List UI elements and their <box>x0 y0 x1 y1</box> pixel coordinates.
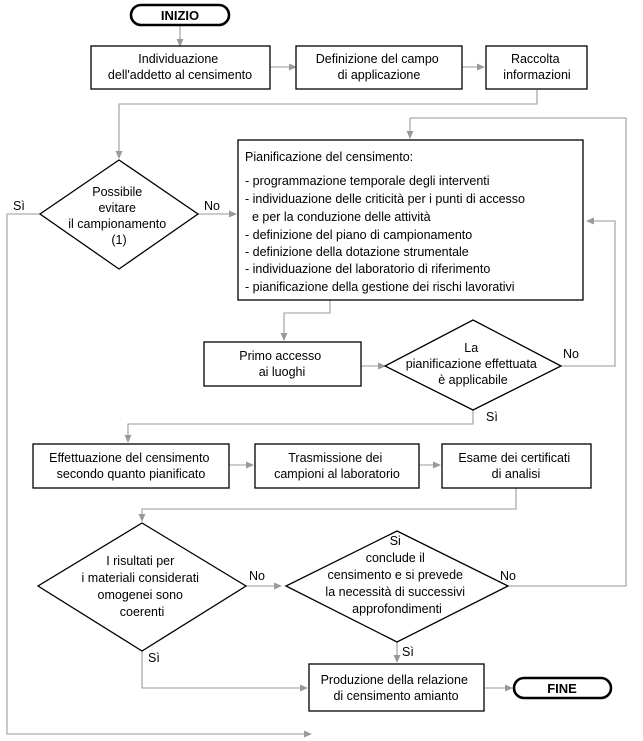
pianificazione-box: Pianificazione del censimento: - program… <box>237 139 584 301</box>
campo-text: Definizione del campo di applicazione <box>316 52 442 82</box>
trasmissione-text: Trasmissione dei campioni al laboratorio <box>274 451 400 481</box>
label-risultati-si: Sì <box>148 651 160 665</box>
effettuazione-text: Effettuazione del censimento secondo qua… <box>49 451 213 481</box>
primo-box: Primo accesso ai luoghi <box>203 341 362 387</box>
evitare-text: Possibile evitare il campionamento (1) <box>68 185 169 247</box>
pianificazione-text: Pianificazione del censimento: - program… <box>245 150 529 294</box>
edge-applicabile-si <box>124 410 474 443</box>
relazione-text: Produzione della relazione di censimento… <box>321 673 472 703</box>
addetto-box: Individuazione dell'addetto al censiment… <box>90 45 271 90</box>
esame-box: Esame dei certificati di analisi <box>441 443 592 489</box>
edge-risultati-si <box>141 651 308 692</box>
label-conclude-si: Sì <box>402 645 414 659</box>
addetto-text: Individuazione dell'addetto al censiment… <box>108 52 252 82</box>
primo-text: Primo accesso ai luoghi <box>239 349 324 379</box>
label-evitare-si: Sì <box>13 199 25 213</box>
start-label: INIZIO <box>161 8 199 23</box>
label-risultati-no: No <box>249 569 265 583</box>
applicabile-decision: La pianificazione effettuata è applicabi… <box>383 319 563 411</box>
conclude-text: Si conclude il censimento e si prevede l… <box>325 534 468 616</box>
edge-pianificazione-primo <box>280 300 331 341</box>
end-label: FINE <box>547 681 577 696</box>
edge-applicabile-no <box>561 217 616 367</box>
end-terminal: FINE <box>512 676 613 700</box>
risultati-text: I risultati per i materiali considerati … <box>82 554 203 619</box>
label-conclude-no: No <box>500 569 516 583</box>
label-evitare-no: No <box>204 199 220 213</box>
relazione-box: Produzione della relazione di censimento… <box>308 663 485 712</box>
edge-conclude-no-loop <box>410 117 627 587</box>
conclude-decision: Si conclude il censimento e si prevede l… <box>284 530 510 643</box>
effettuazione-box: Effettuazione del censimento secondo qua… <box>32 443 230 489</box>
edge-labels: Sì No No Sì No Sì No Sì <box>13 199 579 665</box>
label-applicabile-no: No <box>563 347 579 361</box>
edge-evitare-si <box>6 213 312 738</box>
applicabile-text: La pianificazione effettuata è applicabi… <box>406 341 541 387</box>
connectors <box>6 25 627 738</box>
trasmissione-box: Trasmissione dei campioni al laboratorio <box>254 443 420 489</box>
label-applicabile-si: Sì <box>486 410 498 424</box>
edge-raccolta-evitare <box>115 90 538 159</box>
risultati-decision: I risultati per i materiali considerati … <box>36 522 248 652</box>
raccolta-text: Raccolta informazioni <box>503 52 570 82</box>
campo-box: Definizione del campo di applicazione <box>295 45 463 90</box>
start-terminal: INIZIO <box>129 3 231 27</box>
esame-text: Esame dei certificati di analisi <box>458 451 573 481</box>
raccolta-box: Raccolta informazioni <box>485 45 588 90</box>
evitare-decision: Possibile evitare il campionamento (1) <box>38 159 200 270</box>
edge-esame-risultati <box>138 488 517 522</box>
